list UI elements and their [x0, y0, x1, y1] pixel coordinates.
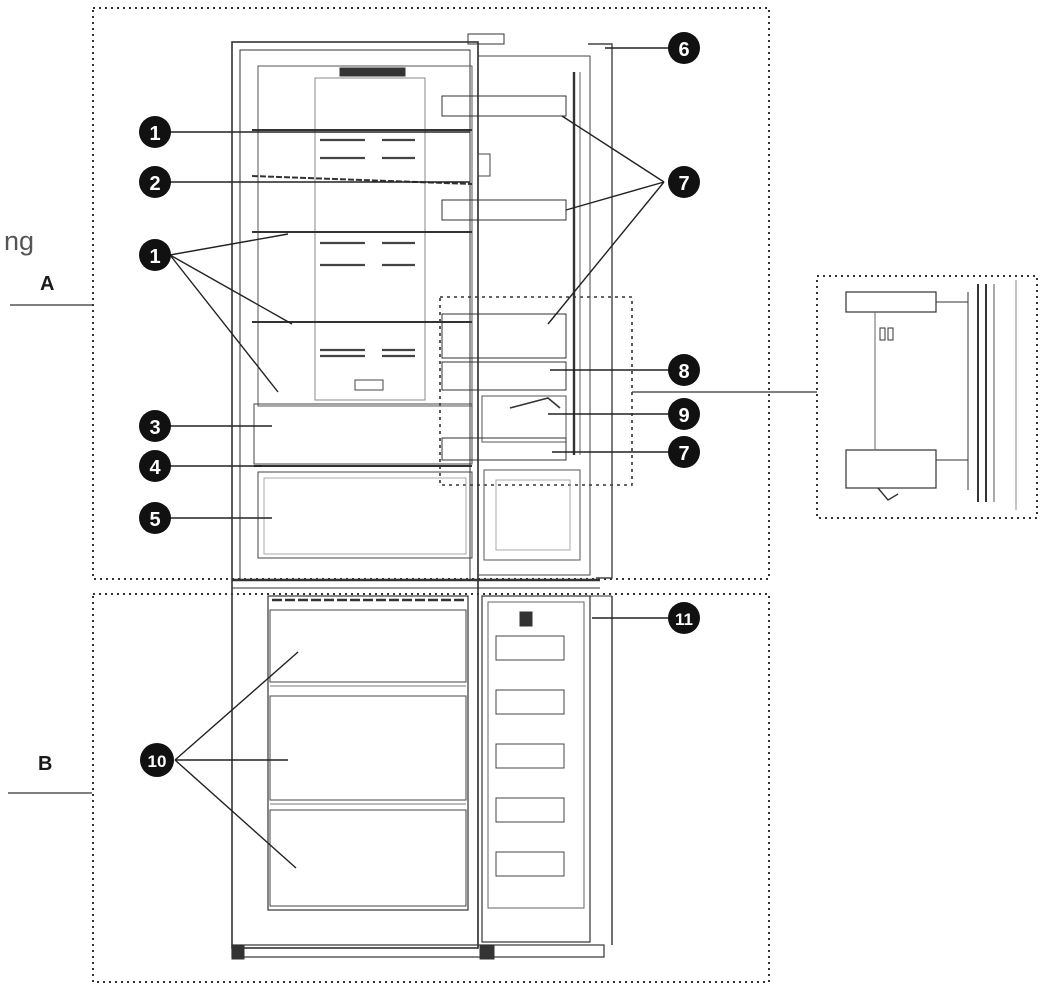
callout-1-group: 1 [139, 239, 171, 271]
callout-3: 3 [139, 410, 171, 442]
callout-11: 11 [668, 602, 700, 634]
callout-9: 9 [668, 398, 700, 430]
section-label-a: A [40, 273, 54, 295]
leader-lines [169, 47, 668, 869]
section-a-frame [92, 7, 770, 580]
fridge-interior [232, 65, 600, 589]
callout-number: 1 [149, 246, 160, 268]
callout-number: 1 [149, 123, 160, 145]
callout-number: 8 [678, 361, 689, 383]
callout-10: 10 [140, 743, 174, 777]
callout-number: 7 [678, 443, 689, 465]
detail-inset-frame [816, 275, 1038, 519]
callout-5: 5 [139, 502, 171, 534]
callout-number: 7 [678, 173, 689, 195]
detail-inset-drawing [845, 280, 1017, 510]
callout-1-top: 1 [139, 116, 171, 148]
freezer-door [481, 595, 613, 945]
callout-8: 8 [668, 354, 700, 386]
callout-number: 9 [678, 405, 689, 427]
callout-number: 11 [675, 610, 693, 629]
fridge-body [231, 33, 605, 960]
fridge-door [441, 43, 613, 579]
callout-number: 6 [678, 39, 689, 61]
freezer-interior [267, 595, 469, 911]
callout-number: 10 [148, 752, 167, 771]
callout-6: 6 [668, 32, 700, 64]
callout-2: 2 [139, 166, 171, 198]
detail-source-frame [439, 296, 633, 486]
section-label-b: B [38, 753, 52, 775]
section-b-frame [92, 593, 770, 983]
callout-number: 5 [149, 509, 160, 531]
callout-7-bottom: 7 [668, 436, 700, 468]
callout-number: 3 [149, 417, 160, 439]
callout-number: 4 [149, 457, 161, 479]
callout-number: 2 [149, 173, 160, 195]
callout-4: 4 [139, 450, 171, 482]
callout-7-group: 7 [668, 166, 700, 198]
cropped-side-text: ng [4, 226, 34, 256]
